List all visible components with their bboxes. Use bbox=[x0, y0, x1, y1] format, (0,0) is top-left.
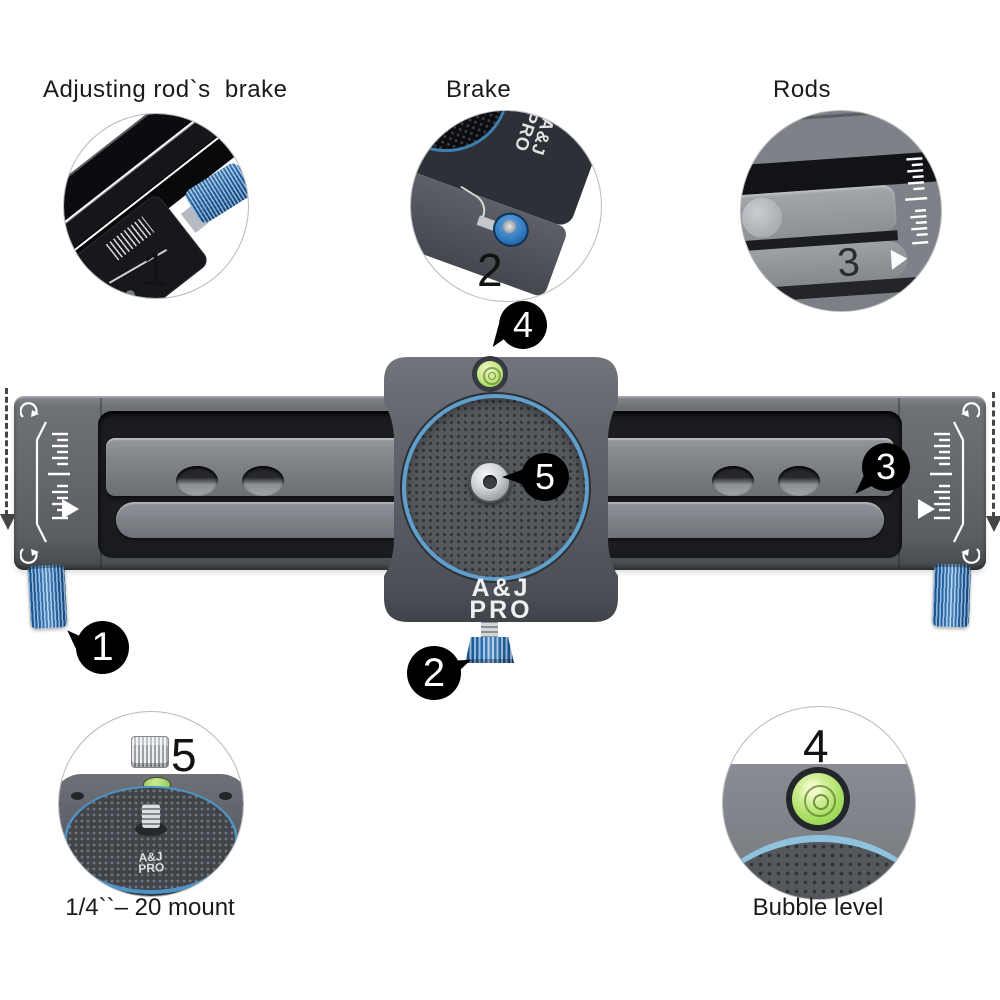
finger-hole bbox=[778, 466, 820, 496]
dashed-arrow-right bbox=[992, 392, 995, 518]
inset-brake: A&J PRO 2 bbox=[410, 110, 602, 302]
label-bubble-level: Bubble level bbox=[752, 894, 884, 921]
scale-ticks-right bbox=[930, 432, 952, 520]
brake-thumbscrew bbox=[465, 637, 514, 663]
inset-number-2: 2 bbox=[477, 244, 503, 296]
span-arrow-left bbox=[35, 421, 47, 543]
bubble-level-circle bbox=[483, 367, 501, 385]
rod-number-3: 3 bbox=[835, 240, 862, 286]
screw-hole bbox=[219, 792, 232, 800]
bubble-level-circle bbox=[487, 371, 496, 380]
rail-end-photo: 3 bbox=[741, 111, 941, 311]
screw-hole bbox=[71, 792, 84, 800]
label-brake: Brake bbox=[446, 76, 512, 103]
bubble-level-circle bbox=[813, 794, 829, 810]
label-adjusting-rods-brake: Adjusting rod`s brake bbox=[43, 76, 288, 103]
thread-adapter bbox=[131, 736, 169, 768]
finger-hole bbox=[176, 466, 218, 496]
brand-line1: A&J bbox=[471, 574, 531, 602]
inset-number-1: 1 bbox=[142, 243, 168, 295]
rotate-arrow-icon bbox=[961, 548, 980, 564]
screw-icon bbox=[94, 283, 108, 297]
callout-5: 5 bbox=[521, 453, 569, 501]
mount-screw-socket bbox=[483, 475, 497, 489]
rotate-arrow-icon bbox=[961, 402, 980, 418]
dashed-arrow-left bbox=[5, 388, 8, 516]
screw-icon bbox=[123, 288, 137, 298]
inset-rods: 3 bbox=[740, 110, 942, 312]
callout-tail bbox=[502, 469, 524, 485]
rod-brake-knob-right bbox=[931, 563, 972, 628]
carriage-corner-photo: A&J PRO bbox=[411, 111, 601, 301]
inset-number-4: 4 bbox=[803, 720, 829, 772]
rotate-arrow-icon bbox=[20, 402, 39, 418]
inset-quarter-twenty-mount: A&J PRO 5 bbox=[58, 711, 244, 897]
rotate-arrow-icon bbox=[20, 548, 39, 564]
pointer-triangle-icon-right bbox=[918, 499, 935, 519]
brand-logo: A&J PRO bbox=[120, 849, 181, 876]
inset-bubble-level: 4 bbox=[722, 706, 916, 900]
label-rods: Rods bbox=[773, 76, 832, 103]
scale-ticks-left bbox=[48, 432, 70, 520]
brand-logo: A&J PRO bbox=[384, 574, 618, 624]
dashed-arrowhead-left bbox=[0, 514, 16, 530]
label-quarter-twenty-mount: 1/4``– 20 mount bbox=[65, 894, 235, 921]
dashed-arrowhead-right bbox=[986, 516, 1000, 532]
bubble-level-circle bbox=[804, 785, 836, 817]
callout-4: 4 bbox=[499, 301, 547, 349]
scale-ticks bbox=[905, 157, 929, 245]
callout-2: 2 bbox=[407, 646, 461, 700]
pointer-triangle-icon bbox=[890, 248, 909, 270]
span-arrow-right bbox=[953, 421, 965, 543]
finger-hole bbox=[712, 466, 754, 496]
inset-adjusting-rods-brake: 1 bbox=[63, 113, 249, 299]
callout-3: 3 bbox=[862, 443, 910, 491]
rod-brake-knob-left bbox=[27, 564, 68, 629]
brake-screw-shaft bbox=[481, 619, 498, 641]
callout-1: 1 bbox=[76, 621, 129, 674]
finger-hole bbox=[242, 466, 284, 496]
quarter-inch-stud bbox=[142, 804, 160, 828]
brand-line2: PRO bbox=[469, 596, 533, 624]
inset-number-5: 5 bbox=[171, 729, 197, 781]
